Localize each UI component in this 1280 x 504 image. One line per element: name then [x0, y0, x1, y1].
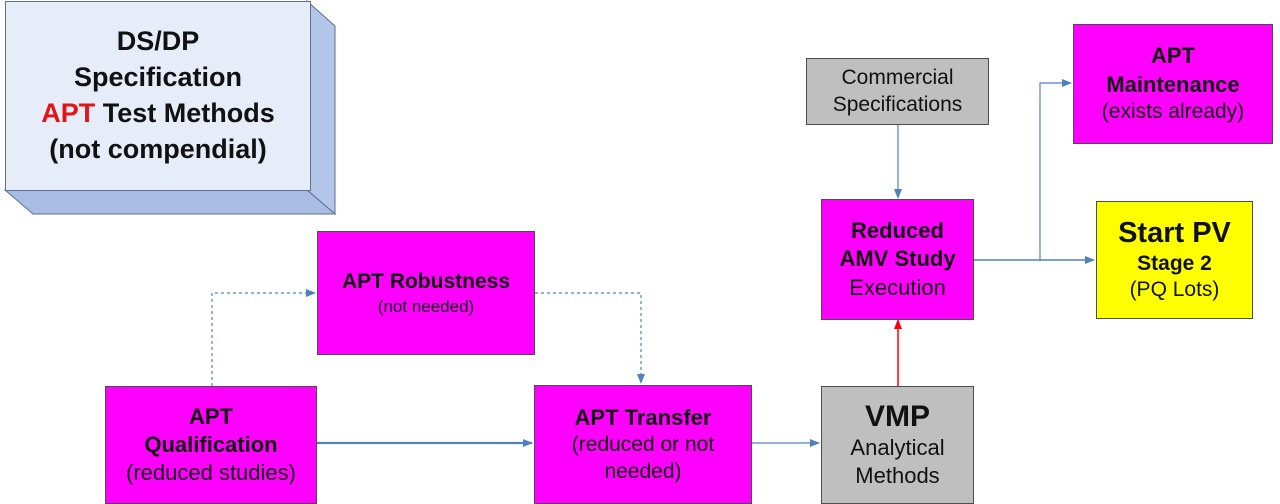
arrow-qualification-to-robustness — [211, 289, 316, 386]
spec-block-bottom-face — [3, 189, 337, 215]
node-vmp: VMP Analytical Methods — [821, 386, 974, 504]
start-pv-title: Start PV — [1118, 216, 1231, 249]
amv-title1: Reduced — [851, 218, 944, 244]
spec-block-side-face — [306, 0, 336, 216]
spec-block-line3-rest: Test Methods — [95, 98, 275, 128]
commercial-line2: Specifications — [832, 92, 963, 116]
apt-highlight: APT — [41, 98, 96, 128]
robustness-sub: (not needed) — [377, 296, 475, 316]
amv-title2: AMV Study — [839, 246, 956, 272]
spec-block: DS/DP Specification APT Test Methods (no… — [5, 1, 311, 191]
spec-block-line2: Specification — [73, 62, 243, 93]
node-reduced-amv-study: Reduced AMV Study Execution — [821, 199, 974, 320]
transfer-sub1: (reduced or not — [571, 432, 715, 456]
node-apt-qualification: APT Qualification (reduced studies) — [105, 386, 317, 504]
amv-sub: Execution — [849, 274, 946, 300]
maintenance-sub: (exists already) — [1101, 99, 1245, 123]
transfer-title: APT Transfer — [574, 404, 712, 430]
start-pv-sub: (PQ Lots) — [1129, 278, 1220, 302]
qualification-title2: Qualification — [144, 431, 278, 457]
spec-block-line4: (not compendial) — [49, 133, 267, 164]
maintenance-title1: APT — [1151, 43, 1195, 69]
qualification-sub: (reduced studies) — [126, 460, 296, 486]
robustness-title: APT Robustness — [341, 269, 511, 293]
spec-block-line1: DS/DP — [116, 26, 200, 57]
node-apt-maintenance: APT Maintenance (exists already) — [1073, 24, 1273, 144]
vmp-title: VMP — [864, 399, 930, 433]
start-pv-stage: Stage 2 — [1137, 251, 1212, 275]
node-commercial-specifications: Commercial Specifications — [806, 58, 989, 125]
arrow-amv-to-maintenance — [1039, 79, 1072, 260]
qualification-title1: APT — [189, 403, 233, 429]
arrow-robustness-to-transfer — [535, 292, 645, 384]
vmp-sub1: Analytical — [850, 435, 945, 461]
spec-block-line3: APT Test Methods — [41, 96, 275, 132]
commercial-line1: Commercial — [841, 65, 954, 89]
maintenance-title2: Maintenance — [1106, 71, 1240, 97]
node-apt-transfer: APT Transfer (reduced or not needed) — [534, 385, 752, 504]
node-start-pv: Start PV Stage 2 (PQ Lots) — [1096, 201, 1253, 319]
transfer-sub2: needed) — [604, 459, 682, 483]
vmp-sub2: Methods — [855, 463, 940, 489]
node-apt-robustness: APT Robustness (not needed) — [317, 231, 535, 355]
